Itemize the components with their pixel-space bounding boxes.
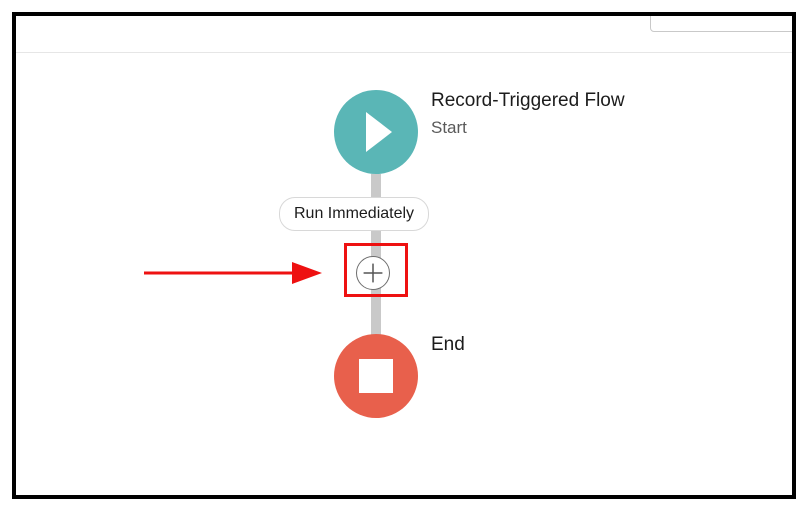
add-element-button[interactable] xyxy=(356,256,390,290)
end-node-title: End xyxy=(431,334,465,355)
connector-start xyxy=(371,174,381,202)
toolbar-button[interactable] xyxy=(650,16,792,32)
end-node[interactable] xyxy=(334,334,418,418)
flow-canvas: Record-Triggered Flow Start Run Immediat… xyxy=(12,12,796,499)
start-node-title: Record-Triggered Flow xyxy=(431,90,625,111)
start-node-subtitle: Start xyxy=(431,118,467,137)
start-node[interactable] xyxy=(334,90,418,174)
connector-end xyxy=(371,287,381,335)
plus-icon xyxy=(363,263,383,283)
play-icon xyxy=(366,112,392,152)
annotation-arrow xyxy=(144,262,322,284)
canvas-toolbar xyxy=(16,16,792,53)
stop-icon xyxy=(359,359,393,393)
highlight-box xyxy=(344,243,408,297)
run-immediately-label[interactable]: Run Immediately xyxy=(279,197,430,231)
